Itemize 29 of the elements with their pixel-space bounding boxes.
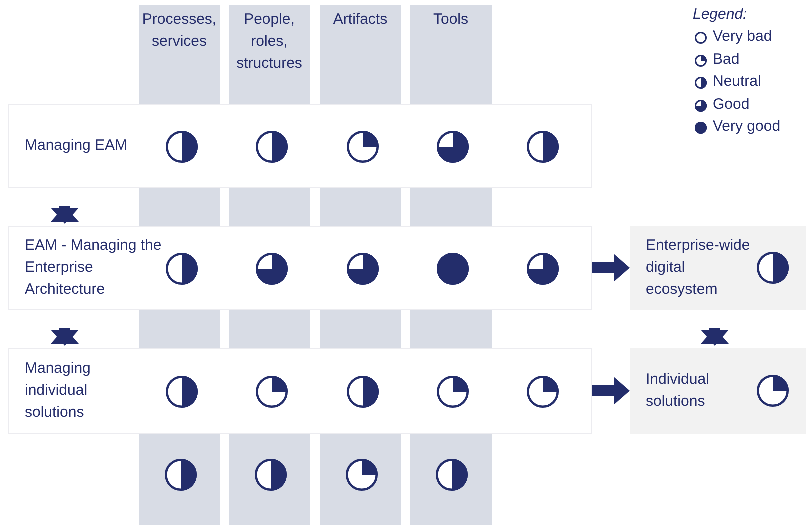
row-label: EAM - Managing the Enterprise Architecture [25,236,163,300]
block-arrow [592,254,630,282]
result-box [630,226,806,310]
legend-title: Legend: [693,5,748,25]
column-band [229,5,310,104]
row-box [8,348,592,434]
result-box [630,348,806,434]
legend-label: Bad [713,50,740,70]
block-arrow [51,206,79,224]
row-label: Individual solutions [646,370,710,412]
block-arrow [592,377,630,405]
legend-label: Neutral [713,72,762,92]
column-heading: Tools [432,10,470,30]
row-box [8,226,592,310]
row-label: Managing EAM [25,136,129,156]
column-band [410,5,492,104]
legend-label: Very good [713,117,781,137]
column-band [139,5,220,104]
column-band [320,5,401,104]
row-label: Enterprise-wide digital ecosystem [646,236,752,300]
column-heading: Artifacts [332,10,389,30]
row-box [8,104,592,188]
block-arrow [51,328,79,346]
block-arrow [701,328,729,346]
legend-label: Good [713,94,750,114]
legend-label: Very bad [713,27,772,47]
column-heading: People, roles, structures [236,10,304,74]
row-label: Managing individual solutions [25,359,92,423]
column-heading: Processes, services [141,10,218,52]
